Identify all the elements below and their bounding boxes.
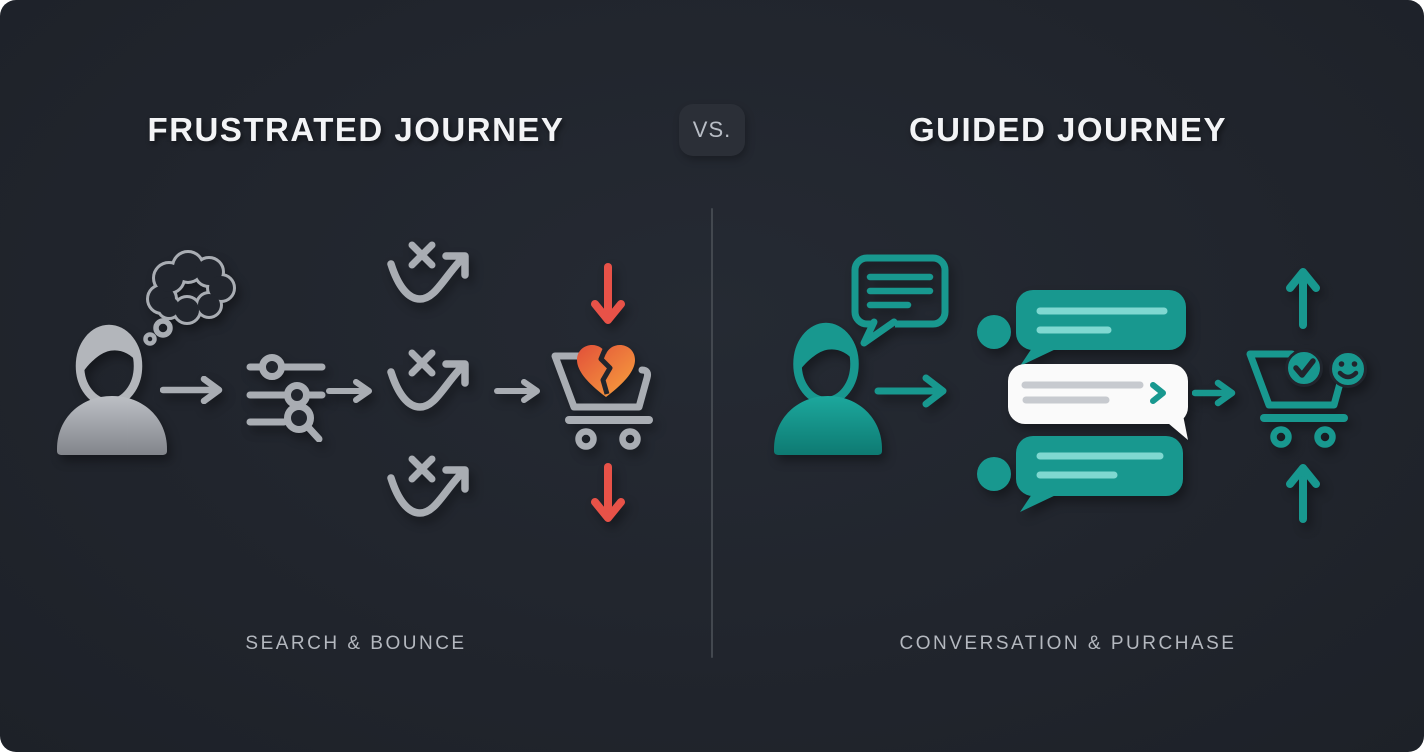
bounce-chart-icon — [387, 455, 485, 536]
search-icon — [284, 403, 323, 442]
arrow-right-icon — [160, 376, 223, 404]
bounce-chart-icon — [387, 349, 485, 430]
arrow-right-icon — [1192, 379, 1236, 407]
right-panel-title: GUIDED JOURNEY — [908, 111, 1228, 148]
filter-search-icon — [246, 354, 326, 442]
chat-conversation-icon — [977, 290, 1188, 512]
vs-badge: VS. — [679, 104, 745, 156]
x-mark-icon — [408, 349, 436, 377]
left-panel-title: FRUSTRATED JOURNEY — [147, 111, 565, 148]
center-divider — [711, 208, 713, 658]
arrow-right-icon — [874, 374, 947, 408]
arrow-up-icon — [1286, 268, 1320, 329]
cart-icon — [551, 352, 653, 450]
user-message-bubble — [1008, 364, 1188, 440]
left-caption: SEARCH & BOUNCE — [245, 633, 467, 654]
bounce-chart-icon — [387, 241, 485, 322]
arrow-down-icon — [591, 463, 625, 522]
x-mark-icon — [408, 455, 436, 483]
bot-message-bubble — [977, 436, 1183, 512]
right-caption: CONVERSATION & PURCHASE — [899, 633, 1237, 654]
speech-bubble-icon — [851, 254, 949, 347]
user-silhouette — [57, 324, 167, 455]
x-mark-icon — [408, 241, 436, 269]
frustrated-user-icon — [57, 250, 236, 455]
cart-broken-heart-icon — [551, 345, 653, 450]
bot-message-bubble — [977, 290, 1186, 366]
arrow-down-icon — [591, 263, 625, 324]
guided-user-icon — [774, 254, 949, 455]
smiley-icon — [1329, 350, 1367, 388]
chevron-right-icon — [1150, 382, 1166, 404]
cart-success-icon — [1246, 349, 1367, 448]
arrow-up-icon — [1286, 464, 1320, 523]
arrow-right-icon — [326, 379, 372, 403]
avatar — [977, 315, 1011, 349]
check-icon — [1285, 349, 1323, 387]
user-silhouette — [774, 322, 882, 455]
broken-heart-icon — [577, 345, 635, 397]
thought-cloud-icon — [143, 250, 236, 346]
avatar — [977, 457, 1011, 491]
arrow-right-icon — [494, 379, 540, 403]
